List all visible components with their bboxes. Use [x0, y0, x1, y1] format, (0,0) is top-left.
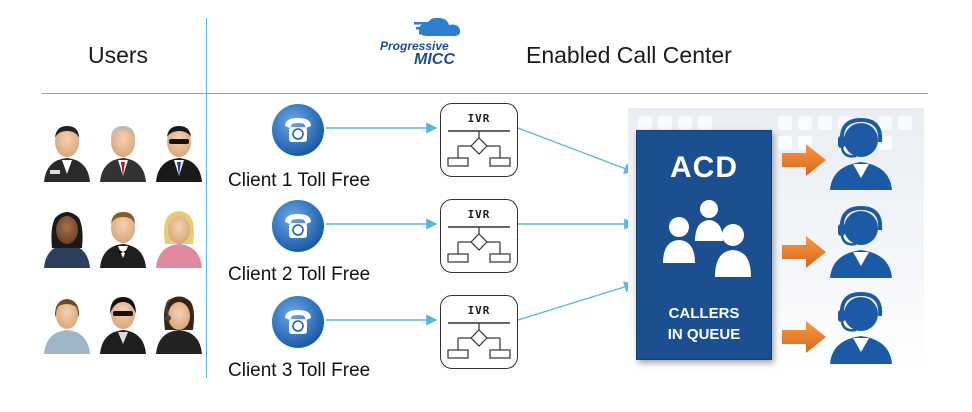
- client-label: Client 2 Toll Free: [228, 264, 371, 285]
- acd-title: ACD: [670, 151, 738, 184]
- horizontal-divider: [42, 93, 928, 94]
- person-icon: [156, 296, 202, 354]
- ivr-flowchart-icon: [447, 322, 511, 359]
- cloud-logo-icon: [414, 17, 461, 36]
- phone-icon: [272, 104, 324, 156]
- person-icon: [44, 299, 90, 354]
- arrow-right-icon: [782, 321, 826, 353]
- phone-icon: [272, 200, 324, 252]
- ivr-label: IVR: [467, 304, 491, 317]
- ivr-label: IVR: [467, 208, 491, 221]
- phone-icon: [272, 296, 324, 348]
- users-grid: [44, 126, 202, 354]
- client-label: Client 3 Toll Free: [228, 360, 371, 381]
- headset-agent-icon: [830, 205, 892, 278]
- person-icon: [100, 212, 146, 268]
- ivr-to-acd-line-3: [517, 281, 636, 321]
- ivr-label: IVR: [467, 112, 491, 125]
- person-icon: [100, 297, 146, 354]
- logo: Progressive MICC: [378, 16, 468, 72]
- acd-subtitle-line-2: IN QUEUE: [667, 326, 741, 343]
- acd-box: ACD CALLERS IN QUEUE: [636, 130, 772, 360]
- arrow-right-icon: [782, 236, 826, 268]
- person-icon: [156, 211, 202, 268]
- agent-arrows: [782, 144, 826, 353]
- ivr-to-acd-line-1: [517, 127, 636, 174]
- person-icon: [156, 126, 202, 182]
- logo-line-2: MICC: [414, 51, 455, 68]
- ivr-flowchart-icon: [447, 226, 511, 263]
- person-icon: [44, 212, 90, 268]
- vertical-divider: [206, 18, 207, 378]
- ivr-box-1: IVR: [440, 103, 518, 177]
- arrow-right-icon: [782, 144, 826, 176]
- person-icon: [44, 126, 90, 182]
- headset-agent-icon: [830, 291, 892, 364]
- logo-line-1: Progressive: [380, 39, 449, 53]
- person-icon: [100, 126, 146, 182]
- acd-subtitle: CALLERS IN QUEUE: [637, 303, 771, 345]
- ivr-box-3: IVR: [440, 295, 518, 369]
- callers-group-icon: [663, 200, 751, 277]
- ivr-box-2: IVR: [440, 199, 518, 273]
- headset-agent-icon: [830, 117, 892, 190]
- page-title: Enabled Call Center: [526, 42, 732, 68]
- users-heading: Users: [88, 42, 149, 68]
- ivr-flowchart-icon: [447, 130, 511, 167]
- client-label: Client 1 Toll Free: [228, 170, 371, 191]
- acd-subtitle-line-1: CALLERS: [668, 305, 740, 322]
